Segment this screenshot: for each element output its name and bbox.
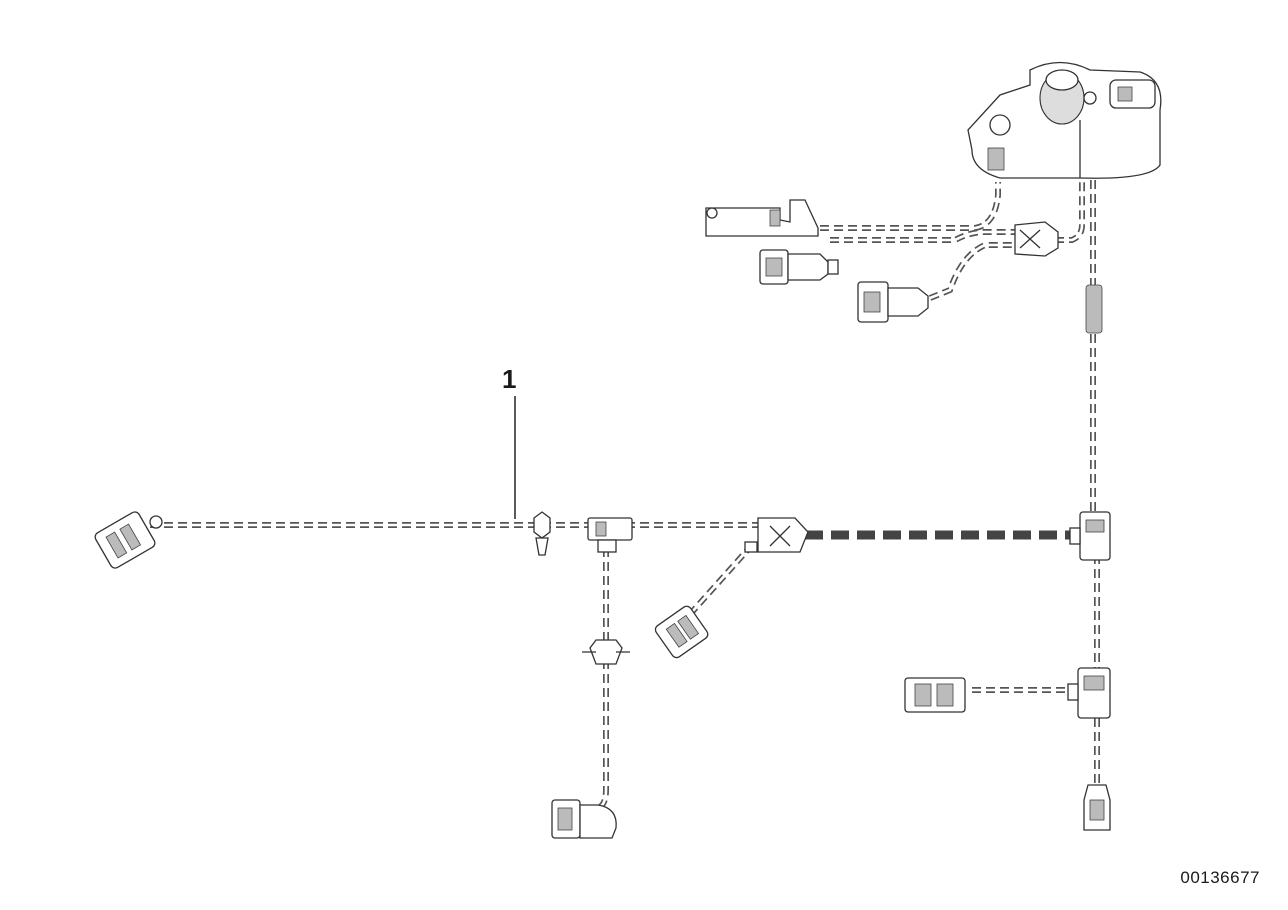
inline-connector xyxy=(1014,221,1059,257)
connector-b xyxy=(857,281,929,323)
elbow-connector xyxy=(654,605,709,659)
sleeve xyxy=(1085,284,1103,334)
splice-connector xyxy=(744,517,809,553)
callout-label: 1 xyxy=(502,364,517,394)
cable-clip xyxy=(533,511,551,556)
connector-a xyxy=(759,249,839,285)
junction-module xyxy=(967,61,1162,179)
trunk-holder xyxy=(1067,667,1111,719)
side-connector xyxy=(904,677,966,713)
bracket-connector xyxy=(705,199,819,237)
diagram-id: 00136677 xyxy=(1180,868,1260,887)
branch-clip xyxy=(582,639,630,665)
harness-wires xyxy=(150,178,1100,811)
bottom-end-plug xyxy=(1083,784,1111,831)
trunk-junction xyxy=(1069,511,1111,561)
bottom-elbow-connector xyxy=(551,799,617,839)
left-end-connector xyxy=(94,511,163,569)
tee-holder xyxy=(587,517,633,553)
